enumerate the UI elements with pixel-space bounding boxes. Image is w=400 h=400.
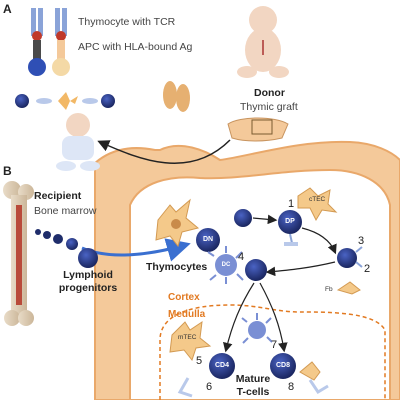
cortex-label: Cortex	[168, 292, 200, 303]
dn-label: DN	[202, 236, 214, 243]
step-3: 3	[358, 235, 365, 247]
step-2: 2	[364, 263, 371, 275]
panel-b-label: B	[3, 164, 12, 178]
step-4: 4	[238, 251, 245, 263]
dc-cell-icon	[207, 246, 244, 284]
dp-cell	[278, 210, 302, 234]
cd8-cell	[270, 353, 296, 379]
thymus-organ-icon	[163, 81, 190, 112]
lymphoid-label-2: progenitors	[58, 282, 118, 294]
arrow-to-cd8	[259, 282, 288, 353]
medulla-boundary	[159, 304, 386, 400]
thymocytes-label: Thymocytes	[146, 261, 208, 273]
fb-cell-icon	[336, 281, 361, 295]
transplant-arrow	[97, 139, 231, 164]
arrow-to-dp	[252, 214, 278, 225]
positively-selected-cell	[337, 248, 357, 268]
donor-baby-icon	[237, 6, 289, 78]
panel-a-label: A	[3, 2, 12, 16]
cd4-cell	[209, 353, 235, 379]
recipient-title: Recipient	[34, 190, 82, 202]
recipient-baby-icon	[56, 113, 100, 171]
selecting-thymocyte	[245, 259, 267, 281]
donor-subtitle: Thymic graft	[240, 101, 298, 113]
tcr-receptor-icon	[28, 8, 46, 76]
recipient-subtitle: Bone marrow	[34, 205, 97, 217]
mature-label-1: Mature	[235, 373, 271, 385]
lymphoid-label-1: Lymphoid	[63, 269, 113, 281]
lymphoid-progenitor-cell	[78, 248, 98, 268]
dp-label: DP	[285, 218, 295, 225]
medullary-dc-icon	[241, 313, 273, 344]
arrow-to-selection	[265, 261, 336, 277]
step-5: 5	[196, 355, 203, 367]
mtec-cell-icon	[169, 320, 212, 362]
hla-receptor-icon	[52, 8, 70, 76]
ctec-label: cTEC	[309, 196, 326, 203]
donor-title: Donor	[254, 87, 285, 99]
fb-label: Fb	[325, 286, 333, 293]
arrow-to-cd4	[223, 282, 255, 353]
step-8: 8	[288, 381, 295, 393]
step-6: 6	[206, 381, 213, 393]
thymic-graft-icon	[227, 117, 289, 142]
legend-thymocyte: Thymocyte with TCR	[78, 16, 176, 28]
ctec-cell-icon	[297, 187, 338, 222]
interaction-cells-row	[15, 92, 115, 110]
medulla-label: Medulla	[168, 309, 206, 320]
arrow-to-fb	[301, 227, 337, 255]
step-7: 7	[271, 339, 278, 351]
step-1: 1	[288, 198, 295, 210]
dn-cell	[196, 228, 220, 252]
dendritic-cell-icon	[155, 198, 200, 248]
mtec-label: mTEC	[178, 334, 197, 341]
cd8-label: CD8	[275, 362, 290, 369]
dc-label: DC	[221, 262, 231, 268]
early-thymocyte	[234, 209, 252, 227]
mature-label-2: T-cells	[236, 386, 270, 398]
legend-apc: APC with HLA-bound Ag	[78, 41, 193, 53]
bone-marrow-icon	[3, 181, 34, 326]
cd4-label: CD4	[214, 362, 229, 369]
